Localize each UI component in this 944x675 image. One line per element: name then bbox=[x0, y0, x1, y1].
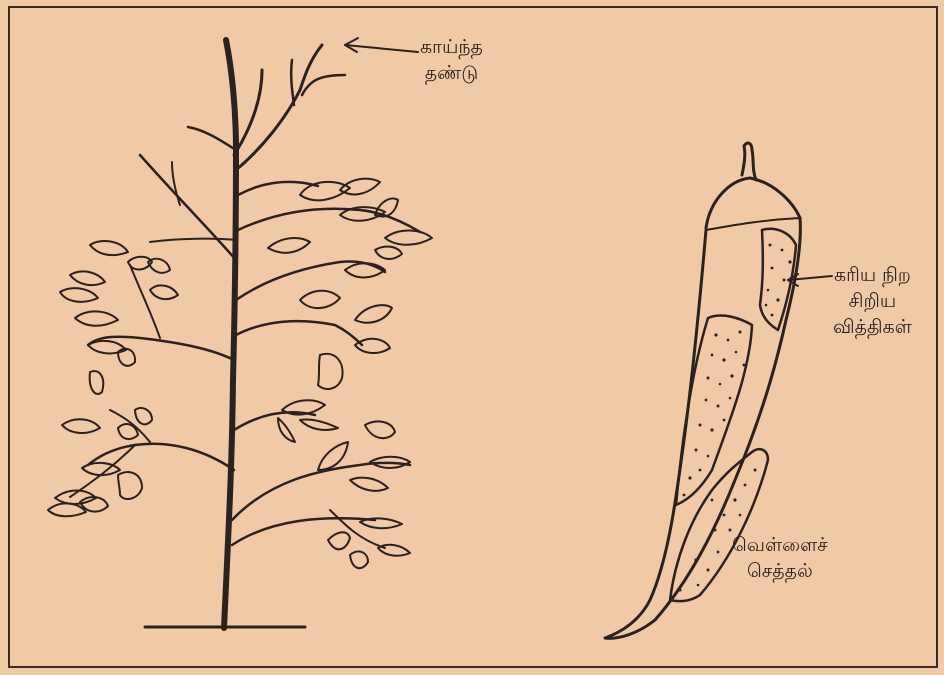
branch bbox=[130, 265, 160, 338]
branch bbox=[232, 463, 410, 520]
dried-branch bbox=[302, 75, 345, 95]
chilli-calyx-line bbox=[706, 218, 800, 230]
label-dried-stem-line-1: காய்ந்த bbox=[420, 34, 483, 60]
branch bbox=[88, 337, 234, 360]
leaf bbox=[378, 545, 410, 556]
leaf bbox=[48, 503, 86, 516]
leaf bbox=[300, 419, 338, 429]
leaf bbox=[70, 271, 105, 285]
leaf bbox=[75, 311, 118, 325]
leaf bbox=[360, 518, 402, 528]
branch bbox=[88, 444, 234, 470]
branch bbox=[236, 262, 385, 300]
leaf bbox=[318, 354, 343, 389]
dried-branch bbox=[172, 162, 180, 205]
leaf bbox=[375, 247, 402, 259]
chilli-calyx bbox=[706, 178, 800, 228]
leaf bbox=[88, 341, 126, 354]
leaf bbox=[385, 231, 432, 245]
plant-trunk bbox=[224, 40, 236, 628]
leaf bbox=[135, 408, 152, 424]
dried-branch bbox=[140, 155, 236, 260]
leaf bbox=[90, 371, 104, 394]
leaf bbox=[300, 291, 340, 308]
label-black-spores: கரிய நிற சிறிய வித்திகள் bbox=[833, 262, 912, 340]
dried-branch bbox=[188, 127, 236, 150]
label-black-spores-line-3: வித்திகள் bbox=[833, 314, 912, 340]
dried-branch bbox=[236, 45, 322, 170]
chilli-stalk bbox=[742, 143, 756, 180]
leaf bbox=[150, 285, 178, 299]
branch bbox=[236, 321, 362, 345]
leaf bbox=[118, 472, 142, 499]
black-spores-arrow bbox=[788, 274, 832, 286]
white-rot-patch bbox=[676, 316, 752, 505]
leaf bbox=[278, 418, 295, 442]
leaf bbox=[148, 259, 170, 273]
leaf bbox=[60, 288, 98, 302]
plant-illustration bbox=[48, 40, 432, 628]
label-white-rot: வெள்ளைச் செத்தல் bbox=[732, 532, 828, 584]
leaf bbox=[345, 263, 385, 277]
dried-stem-arrow bbox=[345, 38, 418, 52]
leaf bbox=[268, 238, 310, 253]
label-black-spores-line-2: சிறிய bbox=[833, 288, 912, 314]
leaf bbox=[365, 421, 395, 438]
label-dried-stem: காய்ந்த தண்டு bbox=[420, 34, 483, 86]
branch bbox=[70, 445, 135, 497]
label-dried-stem-line-2: தண்டு bbox=[420, 60, 483, 86]
label-black-spores-line-1: கரிய நிற bbox=[833, 262, 912, 288]
leaf bbox=[350, 551, 368, 568]
branch bbox=[110, 410, 150, 442]
label-white-rot-line-2: செத்தல் bbox=[732, 558, 828, 584]
leaf bbox=[90, 241, 128, 255]
leaf bbox=[355, 339, 390, 353]
leaf bbox=[328, 532, 350, 549]
leaf bbox=[350, 478, 388, 491]
dried-branch bbox=[291, 60, 294, 105]
label-white-rot-line-1: வெள்ளைச் bbox=[732, 532, 828, 558]
leaf bbox=[355, 305, 392, 323]
leaf bbox=[62, 419, 100, 433]
dried-branch bbox=[150, 239, 236, 242]
leaf bbox=[318, 442, 348, 470]
